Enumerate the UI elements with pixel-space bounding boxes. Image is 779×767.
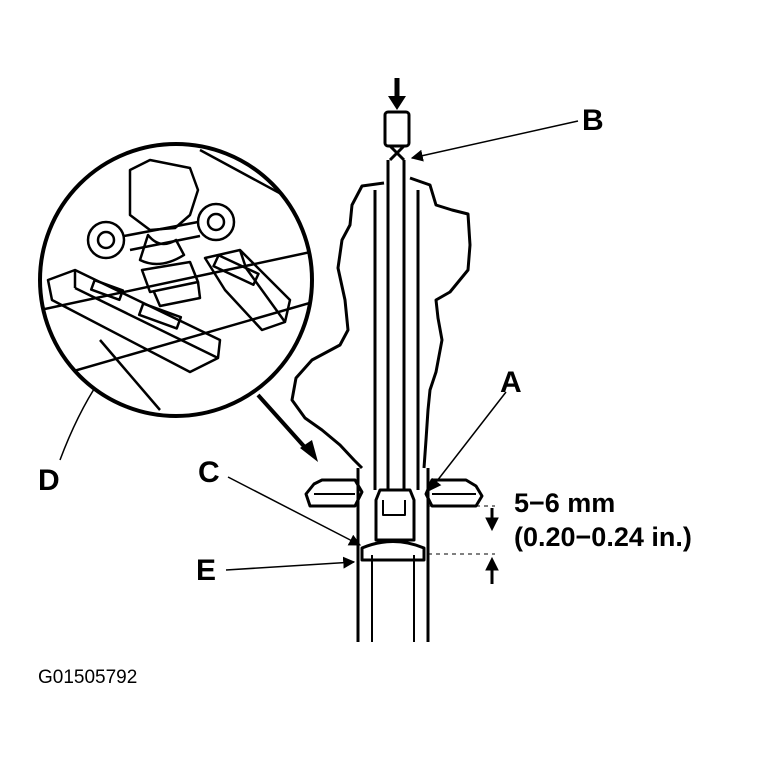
compressor-body xyxy=(130,160,198,230)
push-arrow xyxy=(388,78,406,110)
dimension-marks xyxy=(428,506,498,584)
roller-left xyxy=(88,222,124,258)
detail-pointer xyxy=(258,395,318,462)
leader-c xyxy=(228,477,362,545)
left-ear xyxy=(306,480,362,506)
label-b: B xyxy=(582,104,604,137)
shock-absorber-body xyxy=(292,112,482,642)
dimension-metric: 5−6 mm xyxy=(514,488,616,518)
detail-circle xyxy=(40,144,320,416)
knuckle-outline xyxy=(292,183,384,468)
label-d: D xyxy=(38,464,60,497)
figure-code: G01505792 xyxy=(38,667,138,688)
tool-socket xyxy=(385,112,409,146)
label-e: E xyxy=(196,554,217,587)
dimension-imperial: (0.20−0.24 in.) xyxy=(514,522,692,552)
leader-e xyxy=(226,556,356,570)
seal-cap xyxy=(376,490,414,540)
knuckle-outline-right xyxy=(410,178,470,468)
leader-a xyxy=(429,392,506,491)
label-a: A xyxy=(500,366,522,399)
leader-b xyxy=(410,121,578,162)
right-ear xyxy=(426,480,482,506)
label-c: C xyxy=(198,456,220,489)
